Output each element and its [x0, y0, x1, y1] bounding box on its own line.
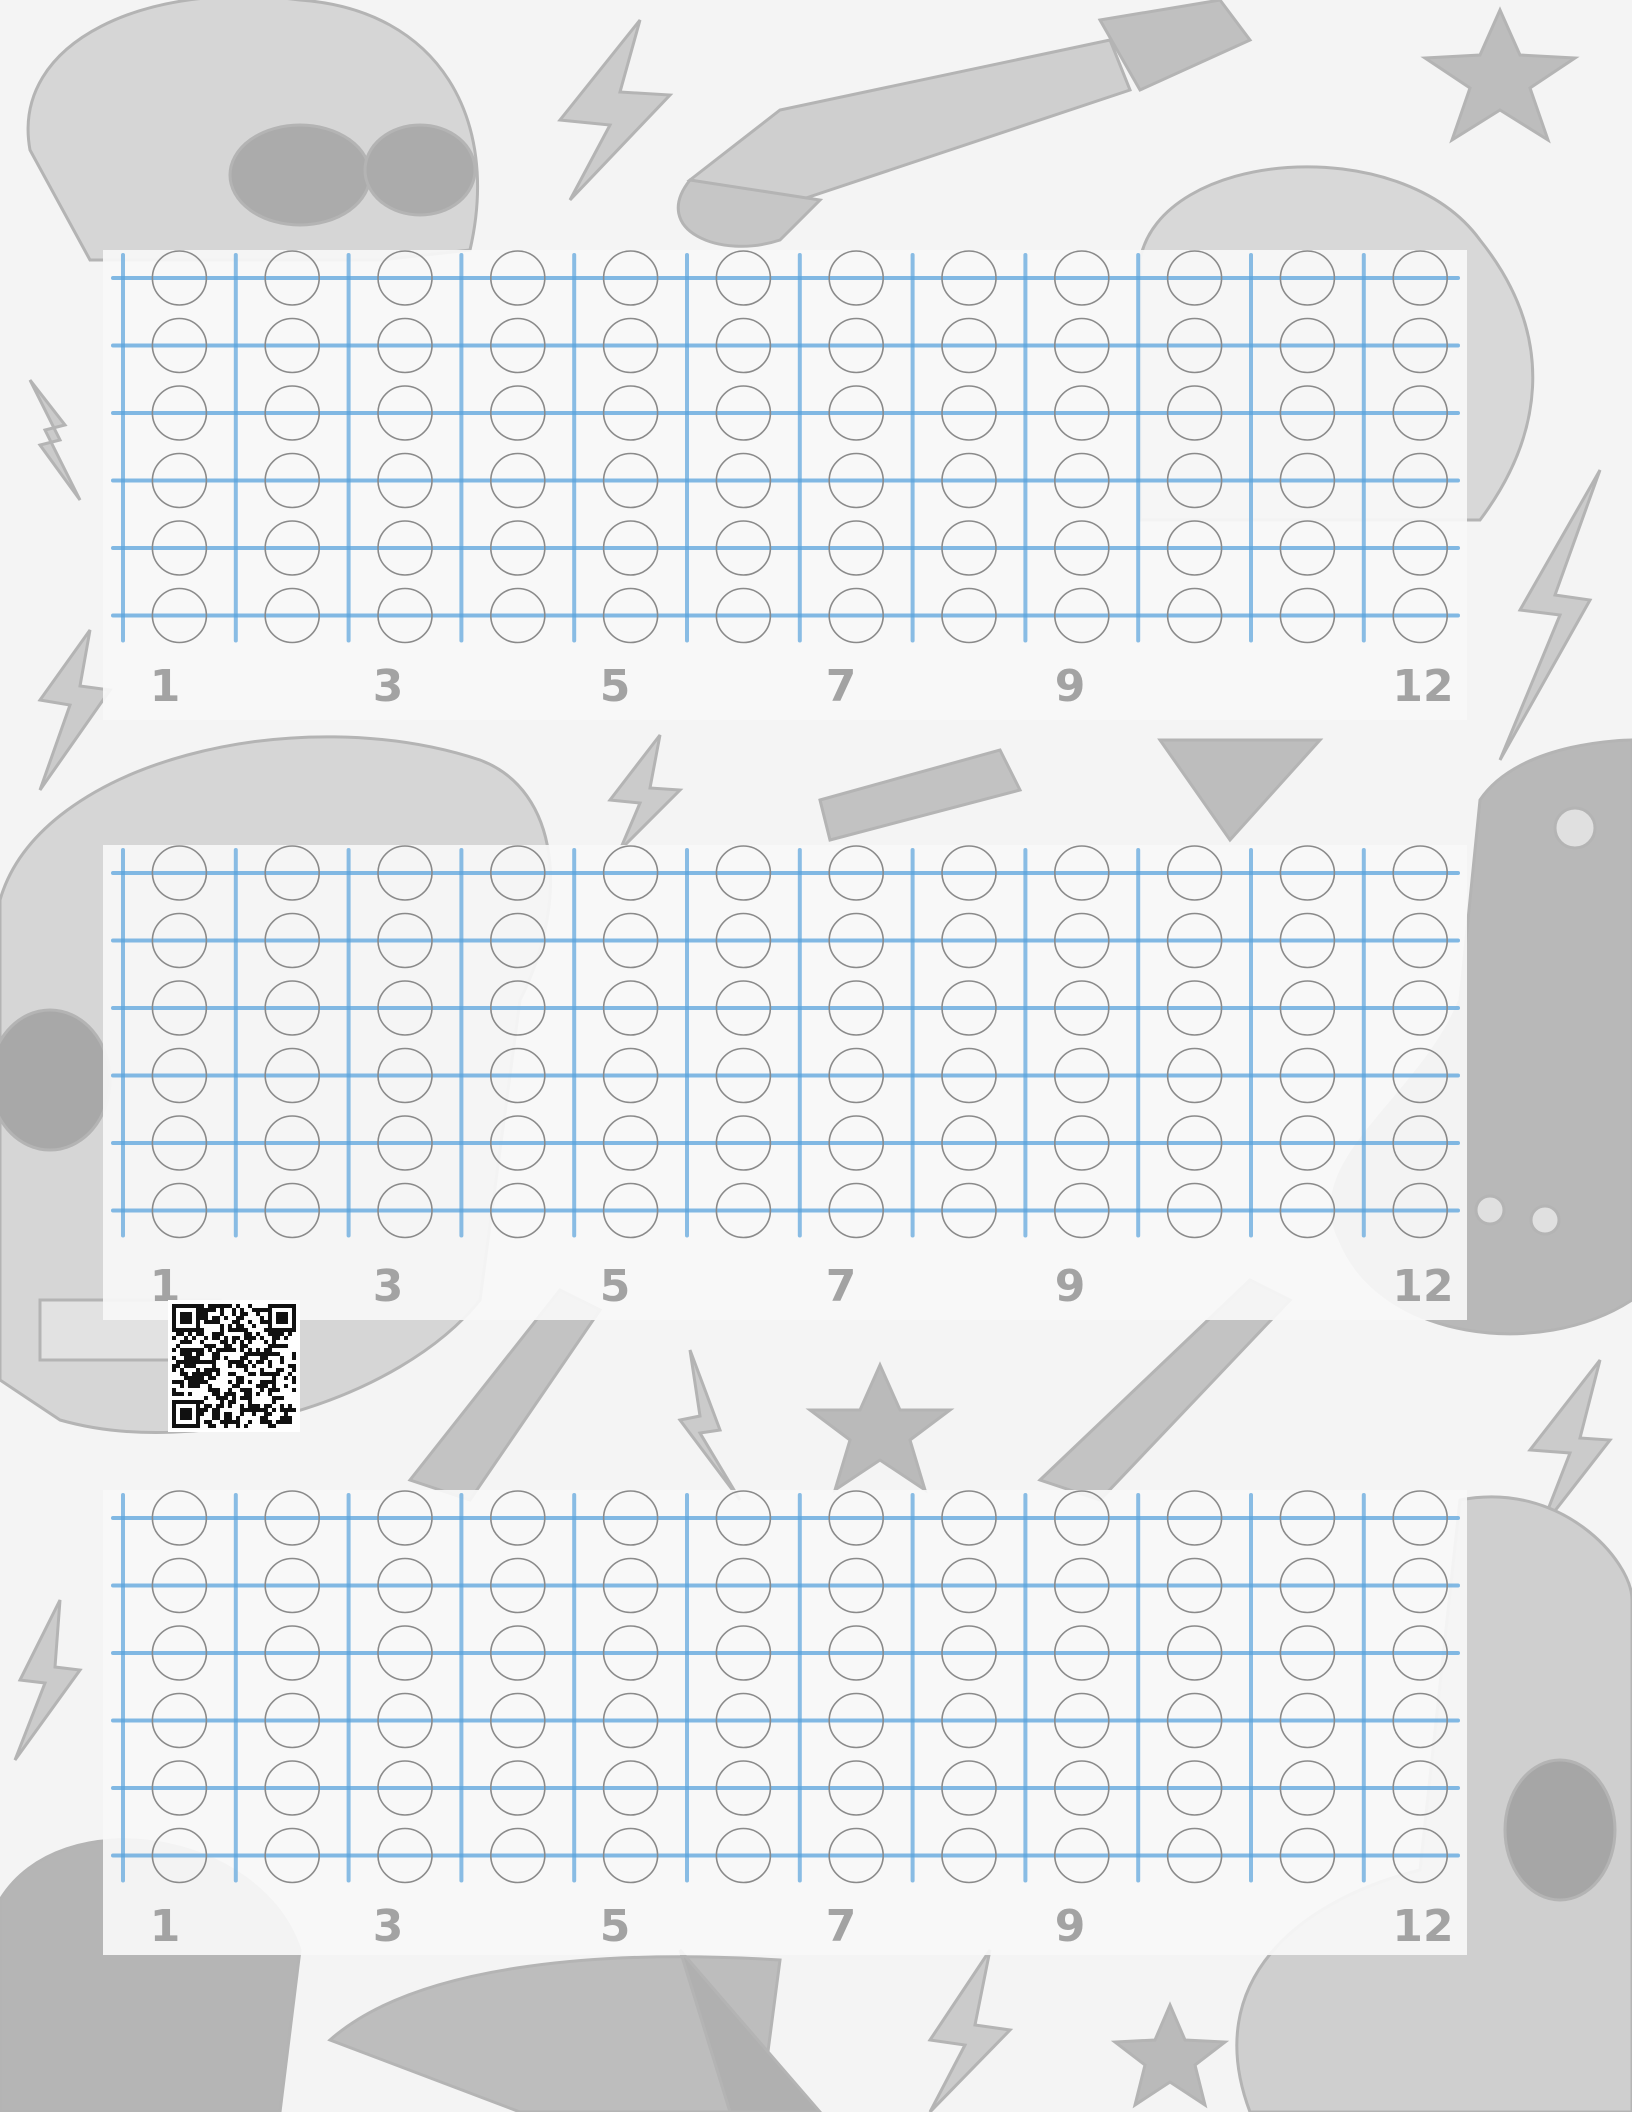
fret-number-label: 1 — [150, 1905, 181, 1949]
lightning-bolt-icon — [1500, 470, 1600, 760]
fret-number-label: 12 — [1392, 1265, 1453, 1309]
lightning-bolt-icon — [30, 380, 80, 500]
star-icon — [810, 1365, 950, 1490]
lightning-bolt-icon — [680, 1350, 740, 1500]
qr-code-icon — [168, 1300, 300, 1432]
fret-number-label: 1 — [150, 665, 181, 709]
lightning-bolt-icon — [560, 20, 670, 200]
fret-number-label: 12 — [1392, 665, 1453, 709]
fretboard-grid — [103, 1490, 1467, 1890]
star-icon — [1115, 2005, 1225, 2105]
fretboard-diagram-3: 1 3 5 7 9 12 — [103, 1490, 1467, 1955]
fret-number-label: 7 — [826, 1905, 857, 1949]
lightning-bolt-icon — [930, 1950, 1010, 2112]
fret-number-label: 5 — [600, 665, 631, 709]
fret-number-label: 3 — [373, 1265, 404, 1309]
skull-icon — [28, 0, 477, 260]
electric-guitar-icon — [820, 750, 1020, 840]
lightning-bolt-icon — [40, 630, 110, 790]
fret-number-label: 9 — [1055, 1905, 1086, 1949]
fretboard-diagram-2: 1 3 5 7 9 12 — [103, 845, 1467, 1320]
lightning-bolt-icon — [610, 735, 680, 850]
fret-number-label: 5 — [600, 1905, 631, 1949]
fretboard-grid — [103, 250, 1467, 650]
star-icon — [1425, 10, 1575, 140]
fret-number-label: 12 — [1392, 1905, 1453, 1949]
fretboard-grid — [103, 845, 1467, 1245]
lightning-bolt-icon — [15, 1600, 80, 1760]
fret-number-label: 5 — [600, 1265, 631, 1309]
fretboard-diagram-1: 1 3 5 7 9 12 — [103, 250, 1467, 720]
electric-guitar-icon — [678, 0, 1250, 246]
fret-number-label: 7 — [826, 665, 857, 709]
fret-number-label: 9 — [1055, 665, 1086, 709]
fret-number-label: 9 — [1055, 1265, 1086, 1309]
fret-number-label: 3 — [373, 1905, 404, 1949]
fret-number-label: 7 — [826, 1265, 857, 1309]
fret-number-label: 3 — [373, 665, 404, 709]
